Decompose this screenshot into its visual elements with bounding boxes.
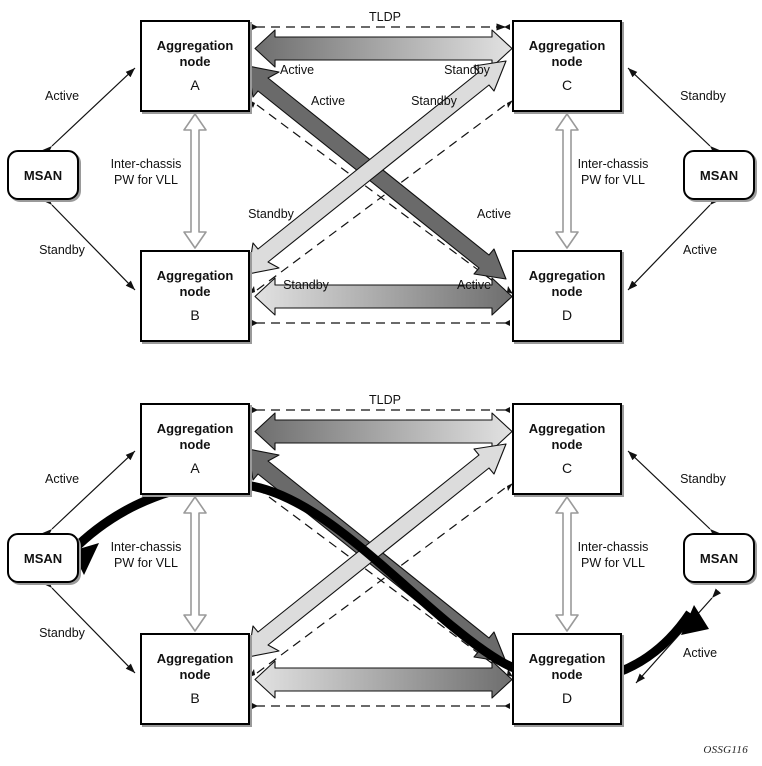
link-msan-left-node-b — [42, 195, 136, 291]
link-msan-left-node-a — [42, 450, 136, 539]
link-msan-right-node-c — [627, 450, 720, 539]
pw-arrow-b-d — [254, 660, 513, 699]
msan-label: MSAN — [699, 167, 739, 183]
node-label: C — [561, 459, 573, 476]
msan-label: MSAN — [699, 550, 739, 566]
link-msan-left-node-a — [42, 67, 136, 156]
label-msan-right-standby: Standby — [680, 89, 726, 103]
msan-left[interactable]: MSAN — [7, 533, 79, 583]
dashed-link-b-d — [252, 703, 510, 709]
dashed-link-a-c — [246, 23, 510, 31]
interchassis-arrow-right — [555, 496, 579, 632]
label-bd-active: Active — [456, 278, 492, 292]
node-label: A — [190, 459, 200, 476]
node-label: A — [190, 76, 200, 93]
msan-left[interactable]: MSAN — [7, 150, 79, 200]
link-msan-right-node-d — [627, 195, 720, 291]
node-title: Aggregation node — [156, 38, 234, 69]
node-label: C — [561, 76, 573, 93]
link-msan-right-node-c — [627, 67, 720, 156]
label-msan-left-standby: Standby — [39, 243, 85, 257]
node-label: D — [561, 689, 573, 706]
label-msan-right-active: Active — [682, 646, 718, 660]
label-tldp: TLDP — [369, 393, 401, 407]
interchassis-arrow-left — [183, 496, 207, 632]
label-bd-standby: Standby — [283, 278, 329, 292]
label-msan-left-active: Active — [44, 472, 80, 486]
link-msan-right-node-d — [635, 588, 722, 684]
label-msan-left-active: Active — [44, 89, 80, 103]
label-msan-left-standby: Standby — [39, 626, 85, 640]
node-title: Aggregation node — [528, 651, 606, 682]
label-msan-right-active: Active — [682, 243, 718, 257]
label-bc-standby-top: Standby — [411, 94, 457, 108]
pw-arrow-a-c — [254, 29, 513, 68]
msan-right[interactable]: MSAN — [683, 533, 755, 583]
label-ad-active-top: Active — [310, 94, 346, 108]
node-label: D — [561, 306, 573, 323]
label-msan-right-standby: Standby — [680, 472, 726, 486]
node-title: Aggregation node — [528, 268, 606, 299]
interchassis-arrow-left — [183, 113, 207, 249]
figure-watermark: OSSG116 — [703, 744, 748, 756]
connector-layer-bottom — [42, 407, 722, 709]
msan-label: MSAN — [23, 550, 63, 566]
connector-layer-top — [42, 23, 720, 326]
pw-arrow-b-d — [254, 277, 513, 316]
node-title: Aggregation node — [528, 38, 606, 69]
label-ac-active: Active — [279, 63, 315, 77]
msan-label: MSAN — [23, 167, 63, 183]
dashed-link-b-d — [252, 320, 510, 326]
pw-arrow-a-c — [254, 412, 513, 451]
link-msan-left-node-b — [42, 578, 136, 674]
node-title: Aggregation node — [156, 421, 234, 452]
node-label: B — [190, 689, 200, 706]
dashed-link-a-c — [252, 407, 510, 413]
node-title: Aggregation node — [156, 651, 234, 682]
label-ac-standby: Standby — [444, 63, 490, 77]
node-title: Aggregation node — [528, 421, 606, 452]
dashed-link-b-c — [249, 100, 513, 294]
dashed-link-b-c — [249, 483, 513, 677]
pw-arrow-b-c-standby — [247, 443, 507, 658]
interchassis-arrow-right — [555, 113, 579, 249]
node-title: Aggregation node — [156, 268, 234, 299]
node-label: B — [190, 306, 200, 323]
label-bc-standby-mid: Standby — [248, 207, 294, 221]
label-tldp: TLDP — [369, 10, 401, 24]
pw-arrow-b-c-standby — [247, 60, 507, 275]
label-ad-active-mid: Active — [476, 207, 512, 221]
msan-right[interactable]: MSAN — [683, 150, 755, 200]
